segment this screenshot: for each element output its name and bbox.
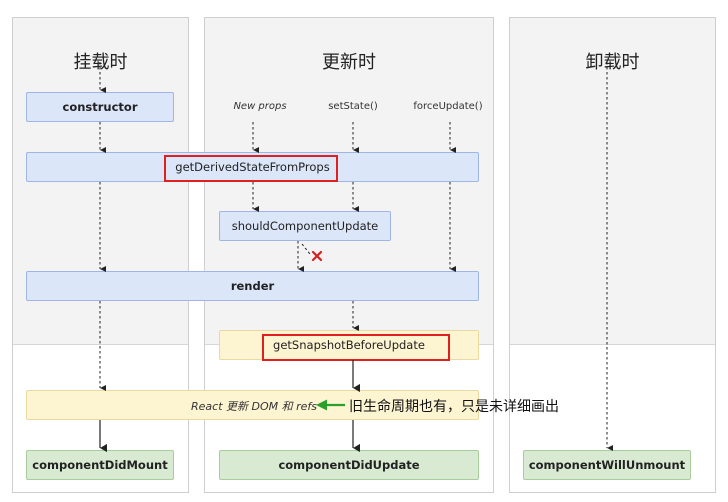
highlight-get-derived-state [164, 155, 338, 182]
constructor-box: constructor [26, 92, 174, 122]
react-updates-dom-label: React 更新 DOM 和 refs [191, 400, 318, 413]
update-phase-title: 更新时 [322, 52, 376, 73]
get-derived-state-box: getDerivedStateFromProps [26, 152, 479, 182]
highlight-get-snapshot [262, 334, 450, 361]
component-did-update-box: componentDidUpdate [219, 450, 479, 480]
trigger-set-state: setState() [328, 101, 378, 112]
trigger-new-props: New props [233, 101, 287, 112]
unmount-phase-title: 卸载时 [585, 52, 640, 73]
update-column: 更新时 [204, 17, 494, 493]
mount-column: 挂载时 [12, 17, 189, 493]
annotation-text: 旧生命周期也有，只是未详细画出 [349, 399, 559, 415]
component-did-mount-box: componentDidMount [26, 450, 174, 480]
react-updates-dom-box [26, 390, 479, 420]
component-will-unmount-box: componentWillUnmount [523, 450, 691, 480]
mount-phase-title: 挂载时 [73, 52, 128, 73]
unmount-column: 卸载时 [509, 17, 716, 493]
render-box: render [26, 271, 479, 301]
should-component-update-box: shouldComponentUpdate [219, 211, 391, 241]
trigger-force-update: forceUpdate() [413, 101, 483, 112]
